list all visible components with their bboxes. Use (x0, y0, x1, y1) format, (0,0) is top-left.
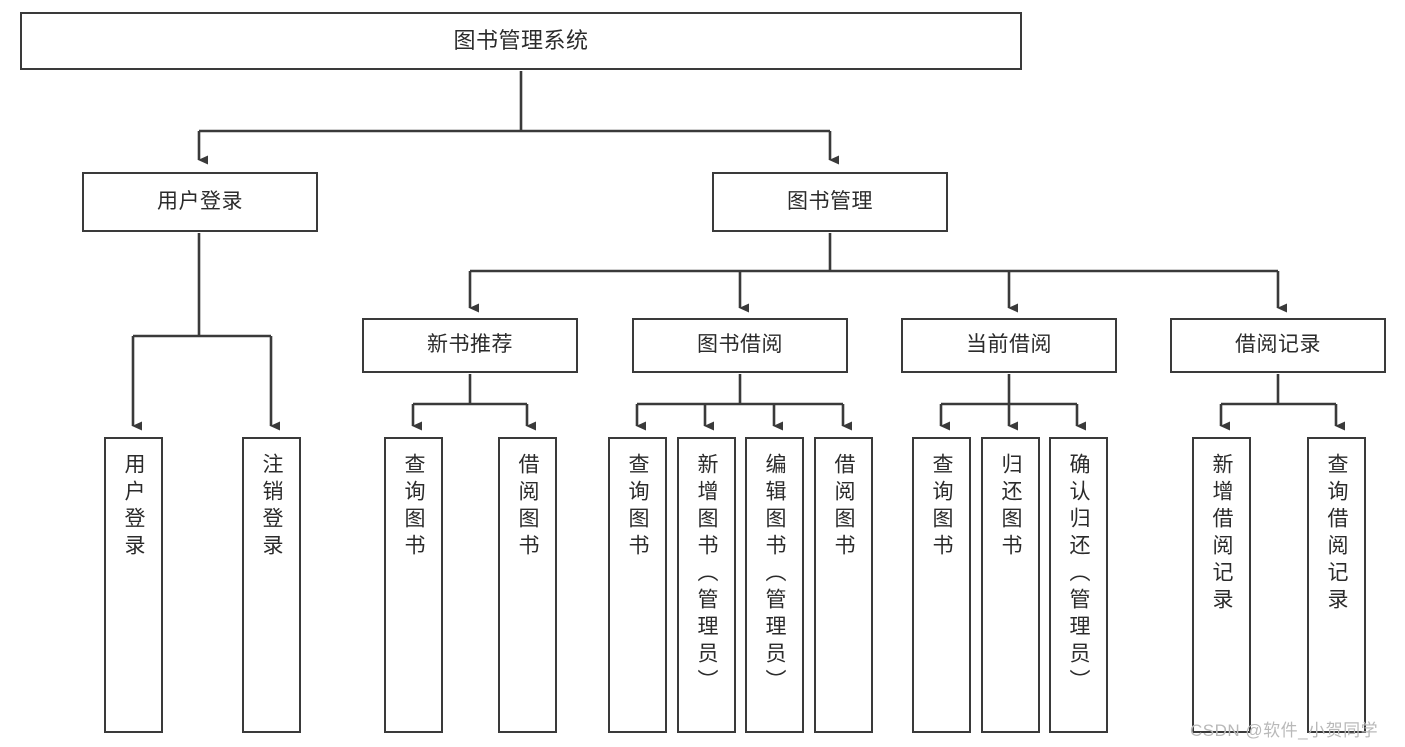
node-book-management-label: 图书管理 (787, 189, 873, 213)
node-root[interactable]: 图书管理系统 (20, 12, 1022, 70)
leaf-add-book-label: 新增图书（管理员） (695, 453, 718, 696)
node-user-login-label: 用户登录 (157, 189, 243, 213)
node-current-borrow-label: 当前借阅 (966, 333, 1052, 357)
node-borrow-record[interactable]: 借阅记录 (1170, 318, 1386, 373)
node-user-login[interactable]: 用户登录 (82, 172, 318, 232)
leaf-edit-book-label: 编辑图书（管理员） (763, 453, 786, 696)
leaf-borrow-book-2-label: 借阅图书 (832, 453, 855, 561)
leaf-query-borrow-record[interactable]: 查询借阅记录 (1307, 437, 1366, 733)
leaf-query-book-1[interactable]: 查询图书 (384, 437, 443, 733)
node-root-label: 图书管理系统 (453, 28, 589, 54)
csdn-watermark: CSDN @软件_小贺同学 (1190, 721, 1379, 740)
leaf-user-logout-label: 注销登录 (260, 453, 283, 561)
leaf-query-book-3[interactable]: 查询图书 (912, 437, 971, 733)
leaf-return-book-label: 归还图书 (999, 453, 1022, 561)
leaf-borrow-book-1-label: 借阅图书 (516, 453, 539, 561)
node-new-book-recommend[interactable]: 新书推荐 (362, 318, 578, 373)
node-borrow-record-label: 借阅记录 (1235, 333, 1321, 357)
leaf-edit-book[interactable]: 编辑图书（管理员） (745, 437, 804, 733)
node-current-borrow[interactable]: 当前借阅 (901, 318, 1117, 373)
leaf-borrow-book-2[interactable]: 借阅图书 (814, 437, 873, 733)
leaf-query-borrow-record-label: 查询借阅记录 (1325, 453, 1348, 615)
node-book-borrow[interactable]: 图书借阅 (632, 318, 848, 373)
leaf-add-borrow-record-label: 新增借阅记录 (1210, 453, 1233, 615)
node-new-book-recommend-label: 新书推荐 (427, 333, 513, 357)
node-book-management[interactable]: 图书管理 (712, 172, 948, 232)
leaf-user-logout[interactable]: 注销登录 (242, 437, 301, 733)
leaf-confirm-return-label: 确认归还（管理员） (1067, 453, 1090, 696)
leaf-query-book-2-label: 查询图书 (626, 453, 649, 561)
leaf-confirm-return[interactable]: 确认归还（管理员） (1049, 437, 1108, 733)
leaf-add-book[interactable]: 新增图书（管理员） (677, 437, 736, 733)
leaf-user-login[interactable]: 用户登录 (104, 437, 163, 733)
node-book-borrow-label: 图书借阅 (697, 333, 783, 357)
leaf-borrow-book-1[interactable]: 借阅图书 (498, 437, 557, 733)
leaf-query-book-1-label: 查询图书 (402, 453, 425, 561)
leaf-add-borrow-record[interactable]: 新增借阅记录 (1192, 437, 1251, 733)
leaf-query-book-2[interactable]: 查询图书 (608, 437, 667, 733)
leaf-return-book[interactable]: 归还图书 (981, 437, 1040, 733)
leaf-user-login-label: 用户登录 (122, 453, 145, 561)
leaf-query-book-3-label: 查询图书 (930, 453, 953, 561)
